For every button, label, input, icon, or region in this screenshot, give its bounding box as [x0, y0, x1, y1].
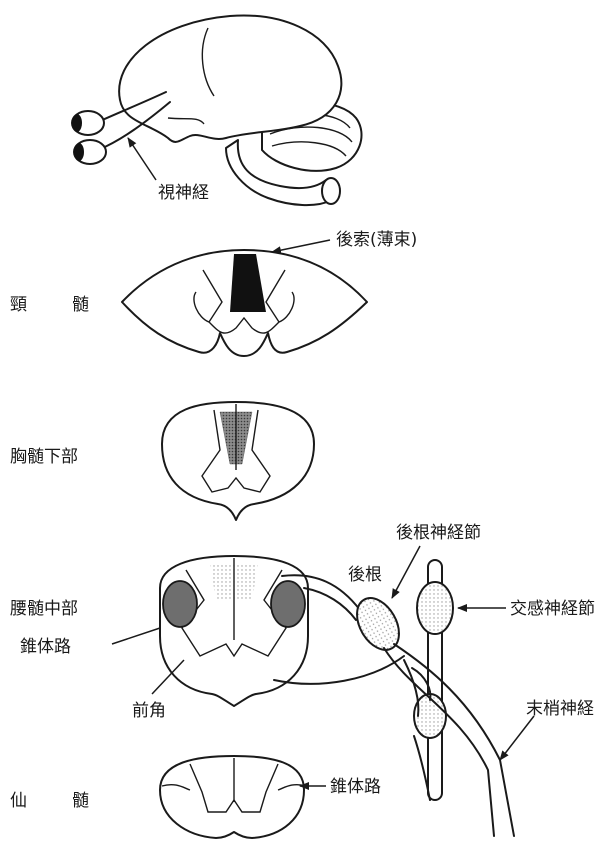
peripheral-nerve-pointer [499, 715, 535, 761]
dorsal-root-ganglion-label: 後根神経節 [396, 523, 481, 543]
posterior-funiculus-lesion [230, 254, 266, 312]
sympathetic-ganglion-upper [416, 581, 454, 635]
sympathetic-ganglion-label: 交感神経節 [510, 599, 595, 619]
peripheral-nerve-c [413, 735, 431, 801]
peripheral-nerve-label: 末梢神経 [526, 699, 594, 719]
medulla-cut-end [321, 177, 341, 205]
mid-lumbar-label: 腰髄中部 [10, 599, 78, 619]
optic-nerve-label: 視神経 [158, 183, 209, 203]
thoracic-gray-matter [201, 409, 271, 493]
sacral-cord-label-1: 仙 [10, 791, 27, 811]
peripheral-nerve-a [393, 643, 515, 837]
eyeball-lower [73, 139, 107, 165]
thoracic-cord-section: 胸髄下部 [10, 401, 315, 521]
pyramidal-tract-label-lumbar: 錐体路 [20, 637, 71, 657]
pyramidal-tract-pointer-lumbar [111, 627, 161, 645]
ventral-root [273, 655, 405, 685]
anterior-horn-pointer [151, 659, 185, 695]
pyramidal-tract-label-sacral: 錐体路 [330, 777, 381, 797]
sacral-cord-section: 錐体路 仙 髄 [10, 755, 381, 839]
sacral-cord-label-2: 髄 [72, 791, 89, 811]
cervical-gray-matter [202, 269, 286, 334]
peripheral-nerve-system: 後根神経節 後根 交感神経節 末梢神経 [273, 523, 595, 837]
dorsal-root-ganglion [356, 597, 400, 651]
optic-nerve-upper [99, 91, 167, 122]
cerebrum [118, 14, 343, 143]
peripheral-nerve-b [383, 647, 495, 837]
dorsal-root-ganglion-pointer [391, 545, 421, 599]
lumbar-cord-section: 腰髄中部 錐体路 前角 [10, 555, 309, 721]
lumbar-pyramidal-lesion-right [270, 580, 306, 628]
cervical-cord-label-2: 髄 [72, 295, 89, 315]
posterior-funiculus-pointer [271, 239, 331, 255]
sacral-outline [159, 755, 305, 839]
eyeball-upper [71, 110, 105, 136]
brain: 視神経 [71, 14, 363, 207]
lower-thoracic-label: 胸髄下部 [10, 447, 78, 467]
cervical-cord-label-1: 頸 [10, 295, 27, 315]
anterior-horn-label: 前角 [132, 701, 166, 721]
dorsal-root-label: 後根 [348, 565, 382, 585]
dorsal-root [281, 574, 361, 611]
posterior-funiculus-label: 後索(薄束) [336, 230, 417, 250]
cervical-ventral-horns [193, 291, 295, 323]
cervical-cord-section: 後索(薄束) 頸 髄 [10, 230, 417, 357]
eye-pupil-icon [74, 143, 84, 161]
dorsal-root-lower [303, 587, 357, 621]
optic-nerve-pointer [127, 137, 157, 181]
eye-pupil-icon [72, 114, 82, 132]
cerebrum-fissure [167, 27, 215, 125]
lumbar-pyramidal-lesion-left [162, 580, 198, 628]
